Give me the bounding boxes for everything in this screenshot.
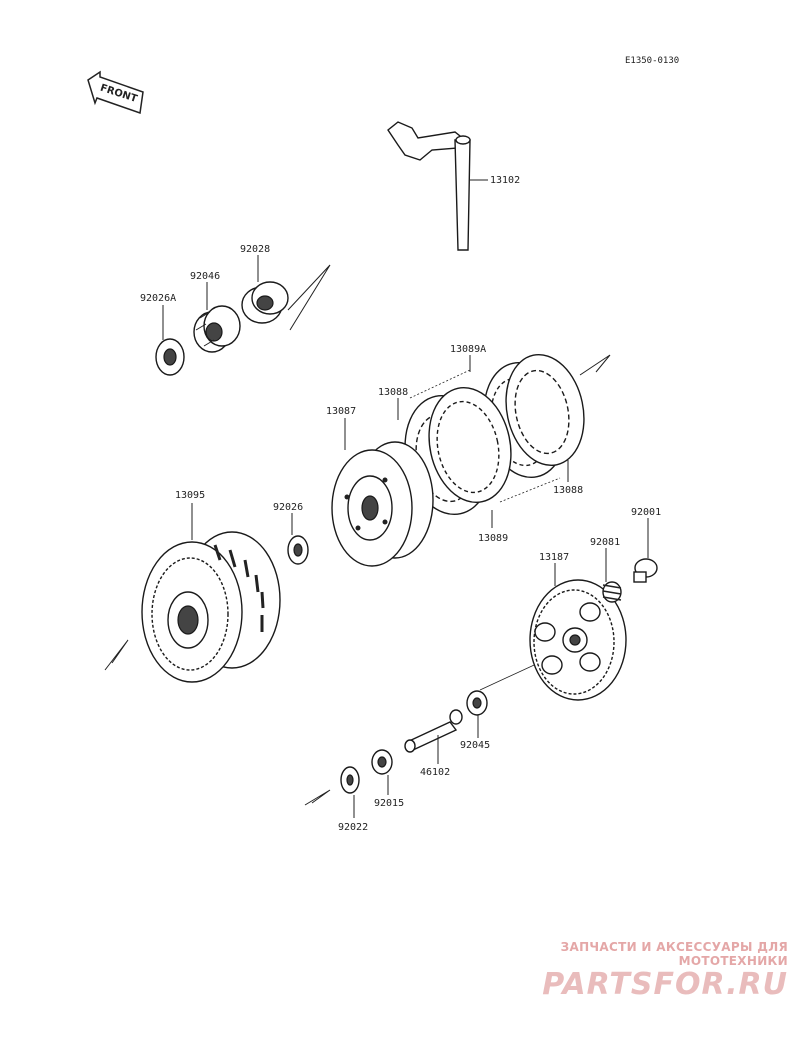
part-92045-bearing: [466, 690, 488, 716]
callout-92081: 92081: [590, 537, 620, 548]
callout-92015: 92015: [374, 798, 404, 809]
callout-92045: 92045: [460, 740, 490, 751]
front-arrow-icon: FRONT: [87, 70, 144, 115]
callout-13087: 13087: [326, 406, 356, 417]
part-13187-pressure-plate: [529, 579, 627, 701]
callout-13088-top: 13088: [378, 387, 408, 398]
callout-13187: 13187: [539, 552, 569, 563]
callout-92022: 92022: [338, 822, 368, 833]
part-92015-nut: [371, 749, 393, 775]
part-46102-push-rod: [404, 709, 463, 753]
part-92022-washer: [340, 766, 360, 794]
part-13102-shaft: [387, 121, 471, 251]
part-92001-bolt: [633, 558, 658, 583]
callout-13089: 13089: [478, 533, 508, 544]
part-92026A-washer: [155, 338, 185, 376]
callout-92001: 92001: [631, 507, 661, 518]
callout-46102: 46102: [420, 767, 450, 778]
part-13088-steel-plate-rear: [505, 353, 585, 467]
part-13095-clutch-housing: [141, 531, 281, 683]
callout-92026A: 92026A: [140, 293, 176, 304]
assembly-guide-lines: [104, 264, 611, 806]
watermark-brand-logo: PARTSFOR.RU: [542, 967, 788, 1002]
part-13089-friction-plate: [428, 386, 512, 504]
callout-13095: 13095: [175, 490, 205, 501]
callout-13102: 13102: [490, 175, 520, 186]
part-92081-spring: [602, 581, 622, 603]
callout-92046: 92046: [190, 271, 220, 282]
callout-92028: 92028: [240, 244, 270, 255]
watermark-tagline: ЗАПЧАСТИ И АКСЕССУАРЫ ДЛЯ МОТОТЕХНИКИ: [560, 940, 788, 968]
part-13087-clutch-hub: [331, 441, 434, 567]
callout-13089A: 13089A: [450, 344, 486, 355]
callout-13088-right: 13088: [553, 485, 583, 496]
part-92046-needle-bearing: [193, 305, 241, 353]
part-92026-washer: [287, 535, 309, 565]
diagram-code: E1350-0130: [625, 56, 679, 66]
part-92028-collar: [241, 281, 289, 324]
callout-92026: 92026: [273, 502, 303, 513]
